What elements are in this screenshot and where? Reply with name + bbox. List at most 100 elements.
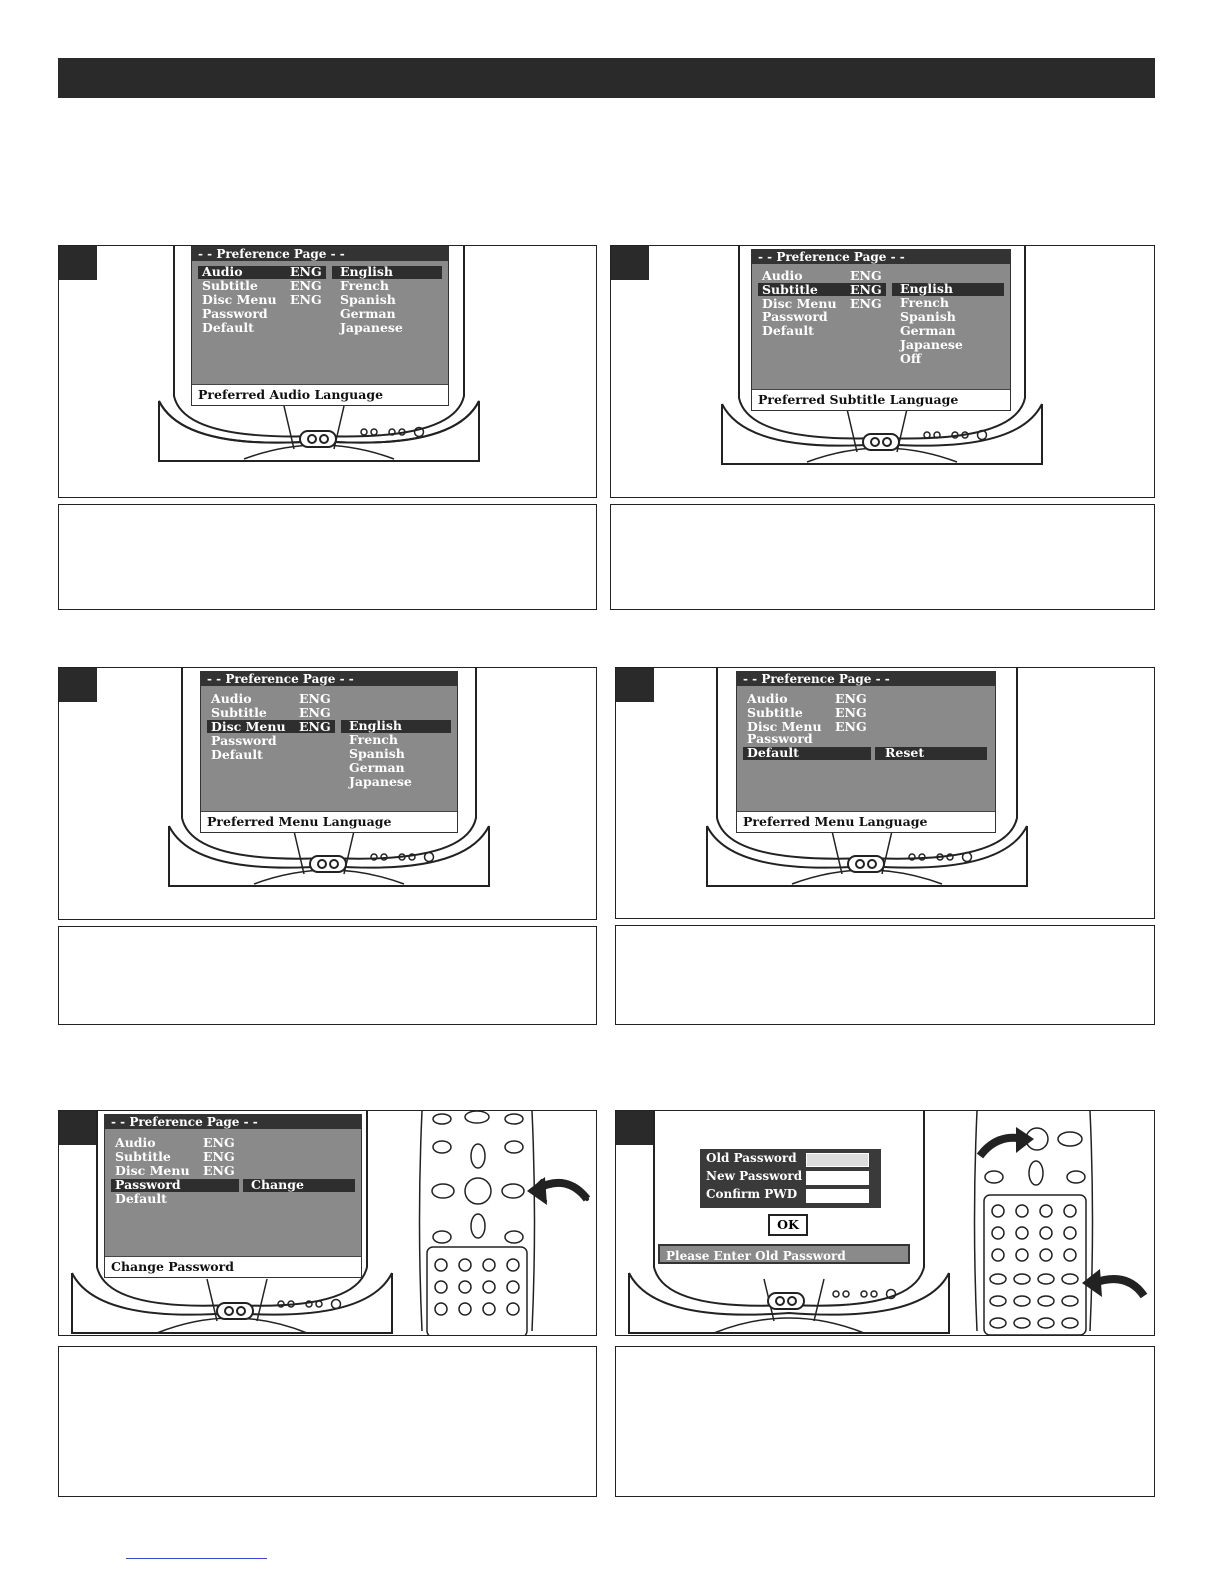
menu-item-password[interactable]: Password xyxy=(747,731,813,746)
tv-screen: - - Preference Page - - Audio Subtitle D… xyxy=(751,249,1011,411)
menu-item-password[interactable]: Password xyxy=(762,309,828,324)
selected-row-highlight xyxy=(111,1179,239,1192)
step-description-box-6 xyxy=(615,1346,1155,1497)
step-description-box-4 xyxy=(615,925,1155,1025)
option-german[interactable]: German xyxy=(340,306,396,321)
menu-item-audio[interactable]: Audio xyxy=(762,268,803,283)
step-panel-4: - - Preference Page - - Audio Subtitle D… xyxy=(615,667,1155,919)
menu-item-disc-menu[interactable]: Disc Menu xyxy=(115,1163,190,1178)
menu-item-disc-menu[interactable]: Disc Menu xyxy=(747,719,822,734)
menu-title: - - Preference Page - - xyxy=(192,247,448,261)
tv-screen: - - Preference Page - - Audio Subtitle D… xyxy=(200,671,458,833)
old-password-field[interactable] xyxy=(806,1153,869,1167)
status-bar: Preferred Subtitle Language xyxy=(752,389,1010,410)
section-header-bar xyxy=(58,58,1155,98)
option-french[interactable]: French xyxy=(340,278,389,293)
step-number-tab xyxy=(616,1111,654,1145)
menu-item-subtitle[interactable]: Subtitle xyxy=(115,1149,171,1164)
step-number-tab xyxy=(611,246,649,280)
option-english[interactable]: English xyxy=(340,264,393,279)
new-password-label: New Password xyxy=(706,1169,803,1183)
tv-screen: - - Preference Page - - Audio Subtitle D… xyxy=(104,1114,362,1278)
confirm-password-label: Confirm PWD xyxy=(706,1187,798,1201)
step-panel-6: Old Password New Password Confirm PWD OK… xyxy=(615,1110,1155,1336)
menu-item-subtitle[interactable]: Subtitle xyxy=(762,282,818,297)
menu-title: - - Preference Page - - xyxy=(105,1115,361,1129)
option-english[interactable]: English xyxy=(900,281,953,296)
new-password-field[interactable] xyxy=(806,1171,869,1185)
menu-title: - - Preference Page - - xyxy=(752,250,1010,264)
menu-value-disc-menu: ENG xyxy=(299,719,331,734)
footer-link-underline[interactable] xyxy=(126,1558,267,1559)
menu-item-default[interactable]: Default xyxy=(762,323,814,338)
option-german[interactable]: German xyxy=(349,760,405,775)
menu-item-subtitle[interactable]: Subtitle xyxy=(747,705,803,720)
confirm-password-field[interactable] xyxy=(806,1189,869,1203)
selected-row-highlight xyxy=(198,266,326,279)
status-bar: Preferred Menu Language xyxy=(737,811,995,832)
option-japanese[interactable]: Japanese xyxy=(349,774,412,789)
menu-item-disc-menu[interactable]: Disc Menu xyxy=(211,719,286,734)
option-spanish[interactable]: Spanish xyxy=(349,746,405,761)
menu-value-subtitle: ENG xyxy=(203,1149,235,1164)
menu-item-audio[interactable]: Audio xyxy=(115,1135,156,1150)
menu-item-disc-menu[interactable]: Disc Menu xyxy=(202,292,277,307)
menu-value-subtitle: ENG xyxy=(299,705,331,720)
option-change[interactable]: Change xyxy=(251,1177,304,1192)
selected-option-highlight xyxy=(243,1179,355,1192)
step-number-tab xyxy=(59,246,97,280)
option-japanese[interactable]: Japanese xyxy=(900,337,963,352)
status-bar: Preferred Menu Language xyxy=(201,811,457,832)
step-description-box-3 xyxy=(58,926,597,1025)
menu-item-audio[interactable]: Audio xyxy=(747,691,788,706)
menu-item-subtitle[interactable]: Subtitle xyxy=(202,278,258,293)
menu-item-default[interactable]: Default xyxy=(747,745,799,760)
menu-item-audio[interactable]: Audio xyxy=(202,264,243,279)
option-french[interactable]: French xyxy=(900,295,949,310)
selected-option-highlight xyxy=(875,747,987,760)
remote-control-illustration xyxy=(973,1111,1148,1335)
menu-item-default[interactable]: Default xyxy=(211,747,263,762)
step-panel-5: - - Preference Page - - Audio Subtitle D… xyxy=(58,1110,597,1336)
menu-item-default[interactable]: Default xyxy=(115,1191,167,1206)
option-off[interactable]: Off xyxy=(900,351,922,366)
tv-screen: - - Preference Page - - Audio Subtitle D… xyxy=(736,671,996,833)
option-english[interactable]: English xyxy=(349,718,402,733)
password-status-bar: Please Enter Old Password xyxy=(658,1244,910,1264)
menu-item-disc-menu[interactable]: Disc Menu xyxy=(762,296,837,311)
menu-value-disc-menu: ENG xyxy=(203,1163,235,1178)
menu-item-audio[interactable]: Audio xyxy=(211,691,252,706)
menu-value-disc-menu: ENG xyxy=(835,719,867,734)
remote-control-illustration xyxy=(418,1111,591,1335)
menu-item-subtitle[interactable]: Subtitle xyxy=(211,705,267,720)
menu-item-default[interactable]: Default xyxy=(202,320,254,335)
menu-value-audio: ENG xyxy=(299,691,331,706)
menu-value-disc-menu: ENG xyxy=(290,292,322,307)
menu-value-subtitle: ENG xyxy=(835,705,867,720)
menu-value-subtitle: ENG xyxy=(290,278,322,293)
option-french[interactable]: French xyxy=(349,732,398,747)
option-spanish[interactable]: Spanish xyxy=(340,292,396,307)
menu-item-password[interactable]: Password xyxy=(211,733,277,748)
selected-row-highlight xyxy=(743,747,871,760)
menu-value-audio: ENG xyxy=(835,691,867,706)
option-german[interactable]: German xyxy=(900,323,956,338)
step-description-box-1 xyxy=(58,504,597,610)
status-bar: Preferred Audio Language xyxy=(192,384,448,405)
option-reset[interactable]: Reset xyxy=(885,745,925,760)
menu-item-password[interactable]: Password xyxy=(202,306,268,321)
menu-value-audio: ENG xyxy=(290,264,322,279)
menu-item-password[interactable]: Password xyxy=(115,1177,181,1192)
menu-value-audio: ENG xyxy=(203,1135,235,1150)
old-password-label: Old Password xyxy=(706,1151,797,1165)
step-description-box-5 xyxy=(58,1346,597,1497)
option-japanese[interactable]: Japanese xyxy=(340,320,403,335)
menu-value-subtitle: ENG xyxy=(850,282,882,297)
menu-value-audio: ENG xyxy=(850,268,882,283)
ok-button[interactable]: OK xyxy=(768,1214,808,1236)
option-spanish[interactable]: Spanish xyxy=(900,309,956,324)
menu-title: - - Preference Page - - xyxy=(201,672,457,686)
menu-value-disc-menu: ENG xyxy=(850,296,882,311)
selected-option-highlight xyxy=(341,720,451,733)
step-number-tab xyxy=(616,668,654,702)
